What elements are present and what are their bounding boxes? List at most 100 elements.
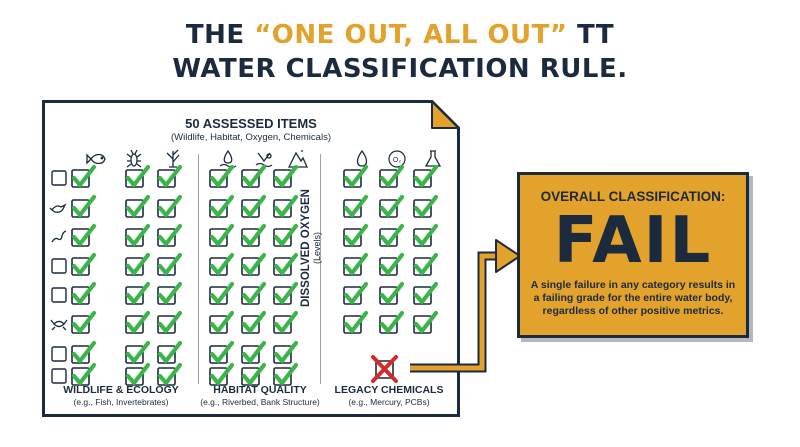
checkbox xyxy=(379,281,405,305)
checkbox xyxy=(157,310,183,334)
title-pre: THE xyxy=(185,20,255,50)
checkbox xyxy=(71,223,97,247)
checkbox xyxy=(241,310,267,334)
checkbox xyxy=(273,340,299,364)
checkbox xyxy=(343,281,369,305)
checkbox xyxy=(209,310,235,334)
category-habitat-label: HABITAT QUALITY xyxy=(213,384,307,396)
checkbox xyxy=(157,362,183,386)
checkbox xyxy=(209,164,235,188)
checkbox xyxy=(343,223,369,247)
crab-icon xyxy=(50,319,68,331)
divider-1 xyxy=(198,154,199,384)
checkbox xyxy=(273,281,299,305)
checkbox xyxy=(157,340,183,364)
checkbox xyxy=(241,281,267,305)
checkbox xyxy=(125,362,151,386)
checkbox xyxy=(273,310,299,334)
checkbox xyxy=(343,252,369,276)
checkbox xyxy=(413,223,439,247)
classification-description: A single failure in any category results… xyxy=(530,279,736,317)
svg-text:O₂: O₂ xyxy=(393,157,401,164)
checkbox xyxy=(71,194,97,218)
checkbox xyxy=(343,194,369,218)
empty-checkbox xyxy=(51,287,67,303)
checkbox xyxy=(413,310,439,334)
empty-checkbox xyxy=(51,258,67,274)
drop-icon xyxy=(356,149,368,167)
checkbox xyxy=(241,194,267,218)
title-post: TT xyxy=(567,20,615,50)
classification-heading: OVERALL CLASSIFICATION: xyxy=(540,189,726,204)
checkbox xyxy=(241,164,267,188)
checkbox xyxy=(379,223,405,247)
checkbox xyxy=(71,362,97,386)
checkbox xyxy=(157,281,183,305)
checkbox xyxy=(413,194,439,218)
checkbox xyxy=(273,252,299,276)
category-wildlife-sub: (e.g., Fish, Invertebrates) xyxy=(73,397,169,407)
checkbox xyxy=(125,340,151,364)
checkbox xyxy=(125,252,151,276)
document-heading: 50 ASSESSED ITEMS xyxy=(185,116,317,131)
title-accent: “ONE OUT, ALL OUT” xyxy=(254,20,568,50)
worm-icon xyxy=(51,230,67,243)
empty-checkbox xyxy=(51,170,67,186)
empty-checkbox xyxy=(51,368,67,384)
checkbox xyxy=(343,310,369,334)
checkbox xyxy=(157,223,183,247)
title-line-2: WATER CLASSIFICATION RULE. xyxy=(172,54,628,84)
checkbox xyxy=(125,281,151,305)
checkbox xyxy=(125,223,151,247)
column-icons: O₂ xyxy=(86,149,442,169)
checkbox xyxy=(71,310,97,334)
checkbox xyxy=(413,164,439,188)
document-subheading: (Wildlife, Habitat, Oxygen, Chemicals) xyxy=(171,132,331,143)
checkbox xyxy=(413,281,439,305)
checkbox xyxy=(273,194,299,218)
checkbox xyxy=(241,223,267,247)
mountain-bank-icon xyxy=(287,150,309,168)
checkbox xyxy=(241,252,267,276)
checkbox xyxy=(157,252,183,276)
checkbox xyxy=(125,194,151,218)
o2-icon: O₂ xyxy=(388,150,406,168)
assessment-document: 50 ASSESSED ITEMS (Wildlife, Habitat, Ox… xyxy=(42,100,460,417)
checkbox xyxy=(125,310,151,334)
checkbox xyxy=(273,223,299,247)
checkbox xyxy=(209,223,235,247)
checkbox xyxy=(273,362,299,386)
divider-2 xyxy=(320,154,321,384)
insect-icon xyxy=(126,149,142,168)
checkbox xyxy=(413,252,439,276)
category-wildlife-label: WILDLIFE & ECOLOGY xyxy=(63,384,179,396)
title-line-1: THE “ONE OUT, ALL OUT” TT xyxy=(0,18,800,52)
category-habitat: HABITAT QUALITY (e.g., Riverbed, Bank St… xyxy=(200,384,320,407)
checkbox xyxy=(71,164,97,188)
checklist-grid xyxy=(49,164,439,386)
flask-icon xyxy=(424,150,442,167)
checkbox xyxy=(379,310,405,334)
category-chemicals-sub: (e.g., Mercury, PCBs) xyxy=(348,397,430,407)
failed-item-x xyxy=(371,355,398,383)
checkbox xyxy=(379,252,405,276)
checkbox xyxy=(209,362,235,386)
checkbox xyxy=(157,194,183,218)
checkbox xyxy=(157,164,183,188)
checkbox xyxy=(343,164,369,188)
checkbox xyxy=(209,340,235,364)
checkbox xyxy=(71,340,97,364)
checkbox xyxy=(209,194,235,218)
checkbox xyxy=(125,164,151,188)
checkbox xyxy=(273,164,299,188)
checkbox xyxy=(379,194,405,218)
overall-classification-panel: OVERALL CLASSIFICATION: FAIL A single fa… xyxy=(517,172,749,338)
plant-icon xyxy=(166,149,180,168)
checkbox xyxy=(379,164,405,188)
checkbox xyxy=(209,281,235,305)
bird-icon xyxy=(49,203,67,213)
checkbox xyxy=(241,362,267,386)
empty-checkbox xyxy=(51,346,67,362)
checkbox xyxy=(241,340,267,364)
